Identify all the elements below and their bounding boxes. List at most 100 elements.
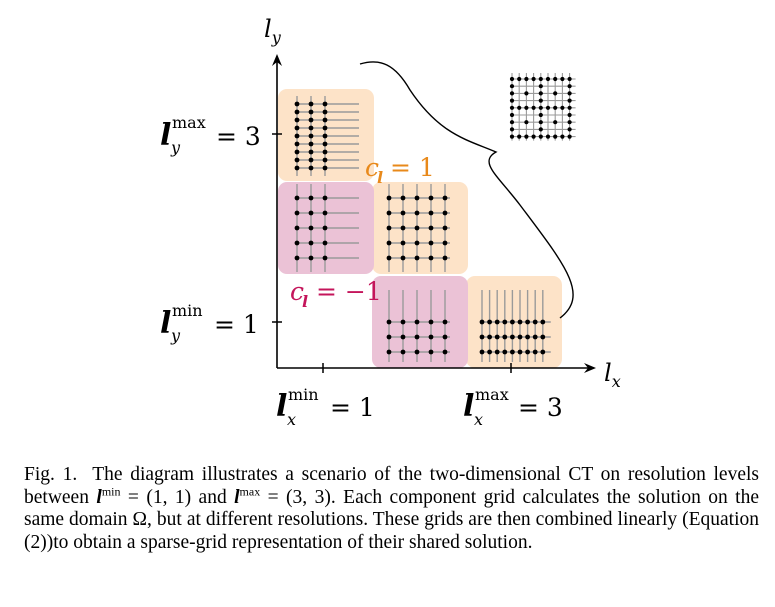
svg-text:l: l [160, 306, 171, 341]
grid-point [322, 109, 328, 115]
svg-text:= 3: = 3 [216, 122, 261, 151]
sparse-grid-point [524, 105, 529, 110]
y-axis-label: ly [264, 15, 282, 47]
svg-text:= −1: = −1 [316, 277, 382, 306]
grid-point [294, 125, 300, 131]
svg-text:l: l [302, 292, 308, 311]
component-grid-2-2 [386, 184, 450, 272]
grid-point [294, 133, 300, 139]
svg-text:= 3: = 3 [518, 393, 563, 422]
sparse-grid-point [509, 84, 515, 89]
grid-point [294, 165, 300, 171]
grid-point [479, 349, 485, 355]
grid-point [494, 349, 500, 355]
grid-point [322, 101, 328, 107]
grid-point [322, 149, 328, 155]
svg-text:y: y [170, 326, 181, 345]
x-min-label: l min x = 1 [276, 385, 375, 429]
grid-point [308, 240, 314, 246]
svg-text:c: c [365, 153, 379, 182]
grid-point [414, 210, 420, 216]
grid-point [517, 349, 523, 355]
grid-point [414, 195, 420, 201]
sparse-grid-point [509, 76, 515, 82]
grid-point [442, 319, 448, 325]
grid-point [428, 334, 434, 340]
caption-lmax-value: = (3, 3). [267, 486, 336, 508]
caption-lmax-sup: max [239, 484, 261, 498]
sparse-grid-point [567, 91, 572, 96]
sparse-grid-point [509, 98, 515, 103]
grid-point [502, 319, 508, 325]
sparse-grid-point [567, 120, 572, 125]
grid-point [442, 334, 448, 340]
sparse-grid-point [524, 120, 529, 125]
grid-point [414, 349, 420, 355]
svg-text:l: l [160, 118, 171, 153]
grid-point [442, 240, 448, 246]
grid-point [517, 319, 523, 325]
svg-text:= 1: = 1 [330, 393, 375, 422]
sparse-grid-point [524, 134, 529, 139]
grid-point [308, 101, 314, 107]
svg-text:l: l [463, 389, 474, 424]
grid-point [414, 334, 420, 340]
grid-point [294, 141, 300, 147]
sparse-grid [509, 73, 576, 141]
sparse-grid-point [538, 120, 543, 125]
sparse-grid-point [553, 120, 558, 125]
grid-point [442, 210, 448, 216]
grid-point [428, 210, 434, 216]
grid-point [322, 141, 328, 147]
sparse-grid-point [560, 76, 565, 82]
component-grid-1-2 [294, 184, 359, 272]
sparse-grid-point [553, 105, 558, 110]
grid-point [322, 157, 328, 163]
sparse-grid-point [509, 134, 515, 139]
grid-point [428, 240, 434, 246]
sparse-grid-point [517, 76, 522, 82]
grid-point [532, 349, 538, 355]
grid-point [386, 334, 392, 340]
grid-point [510, 349, 515, 355]
grid-point [386, 255, 392, 261]
grid-point [428, 319, 434, 325]
grid-point [400, 240, 406, 246]
grid-point [400, 225, 406, 231]
sparse-grid-point [538, 84, 543, 89]
sparse-grid-point [509, 127, 515, 132]
grid-point [400, 210, 406, 216]
grid-point [414, 319, 420, 325]
sparse-grid-point [560, 105, 565, 110]
y-axis-arrow [272, 54, 282, 66]
grid-point [414, 240, 420, 246]
grid-point [308, 157, 314, 163]
grid-point [428, 195, 434, 201]
sparse-grid-point [545, 105, 551, 110]
coefficient-negative-label: c l = −1 [290, 277, 382, 311]
grid-point [322, 117, 328, 123]
svg-text:max: max [475, 385, 509, 404]
grid-point [532, 319, 538, 325]
caption-lmax-symbol: l [234, 486, 240, 508]
sparse-grid-point [567, 134, 572, 139]
sparse-grid-point [517, 134, 522, 139]
y-max-label: l max y = 3 [160, 113, 261, 157]
grid-point [308, 109, 314, 115]
y-min-label: l min y = 1 [160, 301, 259, 345]
grid-point [442, 255, 448, 261]
x-axis-label: lx [604, 359, 621, 391]
combination-brace [359, 61, 574, 319]
grid-point [294, 157, 300, 163]
grid-point [400, 334, 406, 340]
grid-point [308, 117, 314, 123]
sparse-grid-point [545, 76, 551, 82]
sparse-grid-point [553, 76, 558, 82]
sparse-grid-point [560, 134, 565, 139]
grid-point [308, 133, 314, 139]
sparse-grid-point [538, 76, 543, 82]
grid-point [428, 225, 434, 231]
grid-point [400, 255, 406, 261]
sparse-grid-point [531, 105, 536, 110]
sparse-grid-point [567, 127, 572, 132]
